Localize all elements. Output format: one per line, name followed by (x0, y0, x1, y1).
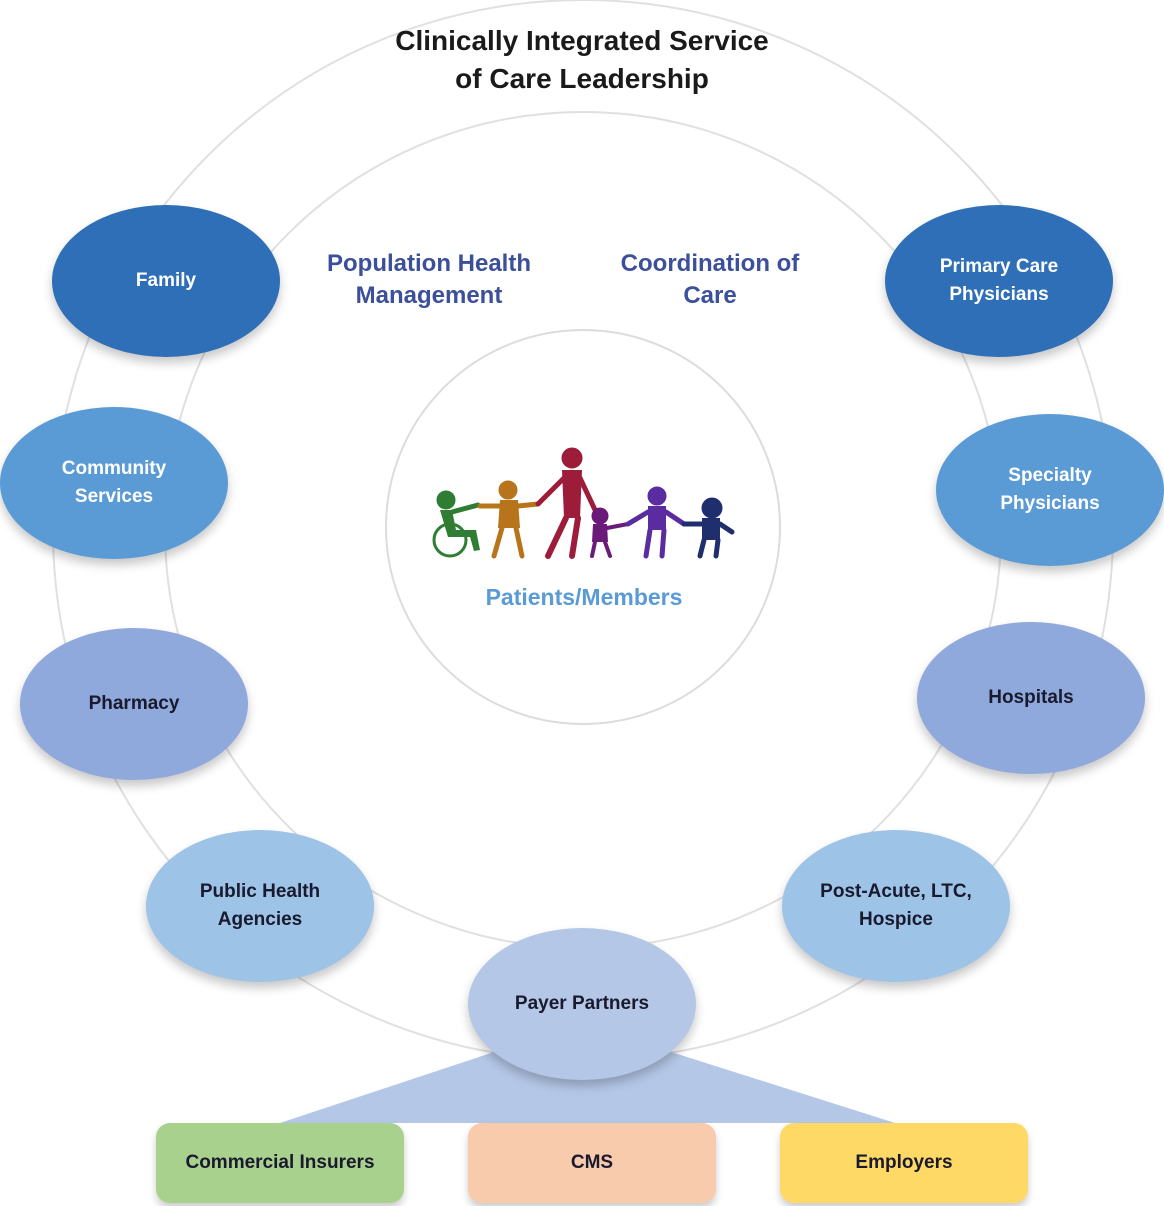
diagram-title: Clinically Integrated Service of Care Le… (332, 22, 832, 98)
node-post-acute-ltc-hospice: Post-Acute, LTC, Hospice (782, 830, 1010, 982)
node-post-acute-line-1: Post-Acute, LTC, (820, 881, 972, 902)
node-community-line-1: Community (61, 458, 167, 479)
node-hospitals-label: Hospitals (988, 687, 1074, 708)
patients-group-icon (432, 447, 735, 559)
node-specialty-line-1: Specialty (1008, 465, 1092, 486)
node-primary-care-line-2: Physicians (949, 284, 1049, 305)
box-commercial-insurers: Commercial Insurers (156, 1123, 404, 1203)
population-health-label: Population Health Management (300, 248, 558, 312)
title-line-1: Clinically Integrated Service (395, 25, 769, 56)
box-employers-label: Employers (855, 1152, 953, 1173)
coordination-of-care-label: Coordination of Care (590, 248, 830, 312)
title-line-2: of Care Leadership (455, 63, 709, 94)
node-payer-partners-label: Payer Partners (514, 993, 650, 1014)
node-community-services: Community Services (0, 407, 228, 559)
node-primary-care-line-1: Primary Care (939, 256, 1059, 277)
node-specialty-physicians: Specialty Physicians (936, 414, 1164, 566)
node-public-health-agencies: Public Health Agencies (146, 830, 374, 982)
patients-members-label: Patients/Members (485, 584, 683, 610)
node-hospitals: Hospitals (917, 622, 1145, 774)
node-specialty-line-2: Physicians (1000, 493, 1100, 514)
box-cms: CMS (468, 1123, 716, 1203)
box-cms-label: CMS (570, 1152, 614, 1173)
population-health-line-1: Population Health (327, 250, 531, 277)
population-health-line-2: Management (355, 282, 503, 309)
node-post-acute-line-2: Hospice (859, 909, 933, 930)
node-community-line-2: Services (74, 486, 154, 507)
coordination-line-2: Care (683, 282, 737, 309)
node-pharmacy-label: Pharmacy (88, 693, 180, 714)
node-pharmacy: Pharmacy (20, 628, 248, 780)
coordination-line-1: Coordination of (620, 250, 800, 277)
node-public-health-line-1: Public Health (199, 881, 321, 902)
node-public-health-line-2: Agencies (217, 909, 303, 930)
node-primary-care-physicians: Primary Care Physicians (885, 205, 1113, 357)
node-family: Family (52, 205, 280, 357)
node-family-label: Family (135, 270, 197, 291)
box-employers: Employers (780, 1123, 1028, 1203)
node-payer-partners: Payer Partners (468, 928, 696, 1080)
payer-fan (280, 1050, 895, 1123)
inner-circle (385, 329, 781, 725)
box-commercial-insurers-label: Commercial Insurers (185, 1152, 375, 1173)
